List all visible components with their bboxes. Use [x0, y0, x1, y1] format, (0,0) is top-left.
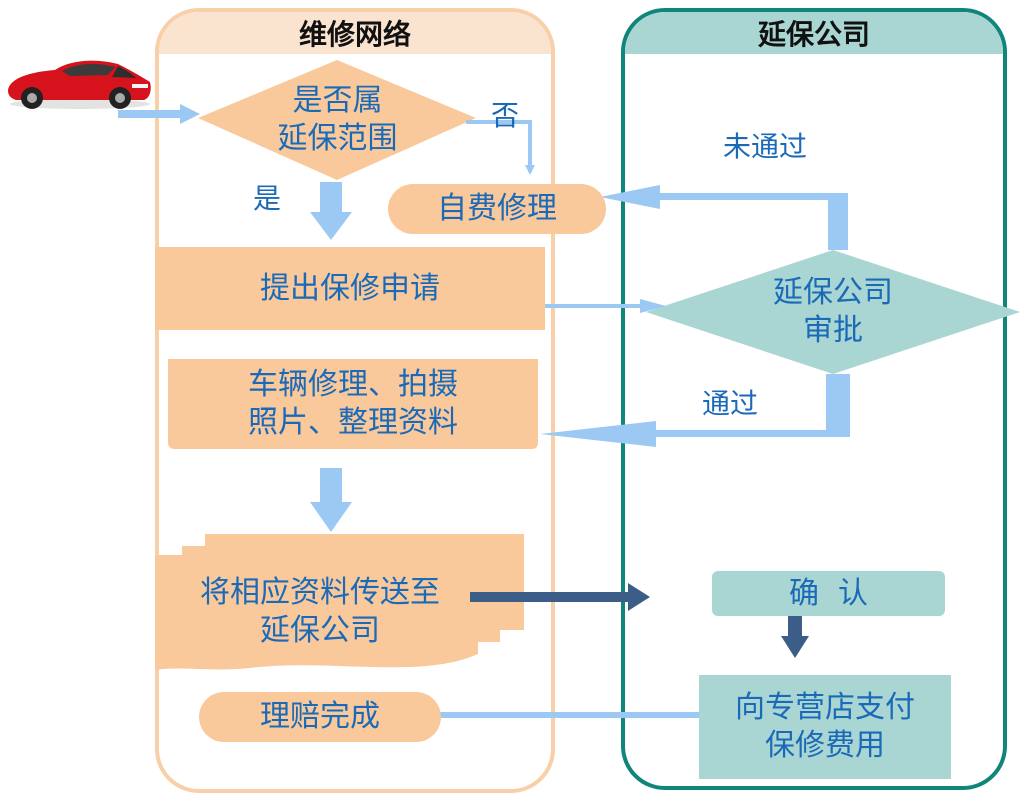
node-submit-claim: 提出保修申请 — [155, 247, 545, 330]
arrow-repair-to-send — [310, 468, 352, 532]
node-confirm: 确 认 — [712, 571, 945, 616]
approval-diamond-shape — [646, 250, 1020, 374]
arrow-submit-to-approval — [545, 299, 666, 313]
lane-repair-network: 维修网络 — [155, 8, 555, 793]
node-self-pay-repair: 自费修理 — [388, 184, 606, 234]
arrow-no-to-self-pay — [466, 120, 535, 175]
arrow-passed-to-repair — [540, 374, 850, 447]
send-docs-shape — [155, 534, 524, 670]
node-decision-warranty-scope: 是否属 延保范围 — [277, 83, 398, 156]
label-passed: 通过 — [702, 387, 759, 420]
decision-diamond-shape — [198, 60, 476, 180]
node-claim-complete: 理赔完成 — [199, 692, 441, 742]
arrow-yes-to-submit — [310, 182, 352, 240]
node-repair-and-docs: 车辆修理、拍摄 照片、整理资料 — [168, 359, 538, 449]
arrow-not-passed-to-self-pay — [600, 185, 848, 250]
label-not-passed: 未通过 — [723, 130, 808, 163]
car-icon — [8, 60, 151, 109]
lane-warranty-company: 延保公司 — [621, 8, 1007, 790]
label-yes: 是 — [253, 182, 282, 215]
lane-title-repair-network: 维修网络 — [159, 12, 551, 54]
arrow-car-to-decision — [118, 104, 200, 124]
node-send-docs: 将相应资料传送至 延保公司 — [200, 575, 440, 648]
label-no: 否 — [491, 99, 520, 132]
lane-title-warranty-company: 延保公司 — [625, 12, 1003, 54]
node-company-approval: 延保公司 审批 — [773, 275, 893, 348]
arrow-send-to-confirm — [470, 583, 650, 611]
arrow-confirm-to-pay — [781, 615, 809, 658]
node-pay-dealer: 向专营店支付 保修费用 — [699, 675, 951, 779]
